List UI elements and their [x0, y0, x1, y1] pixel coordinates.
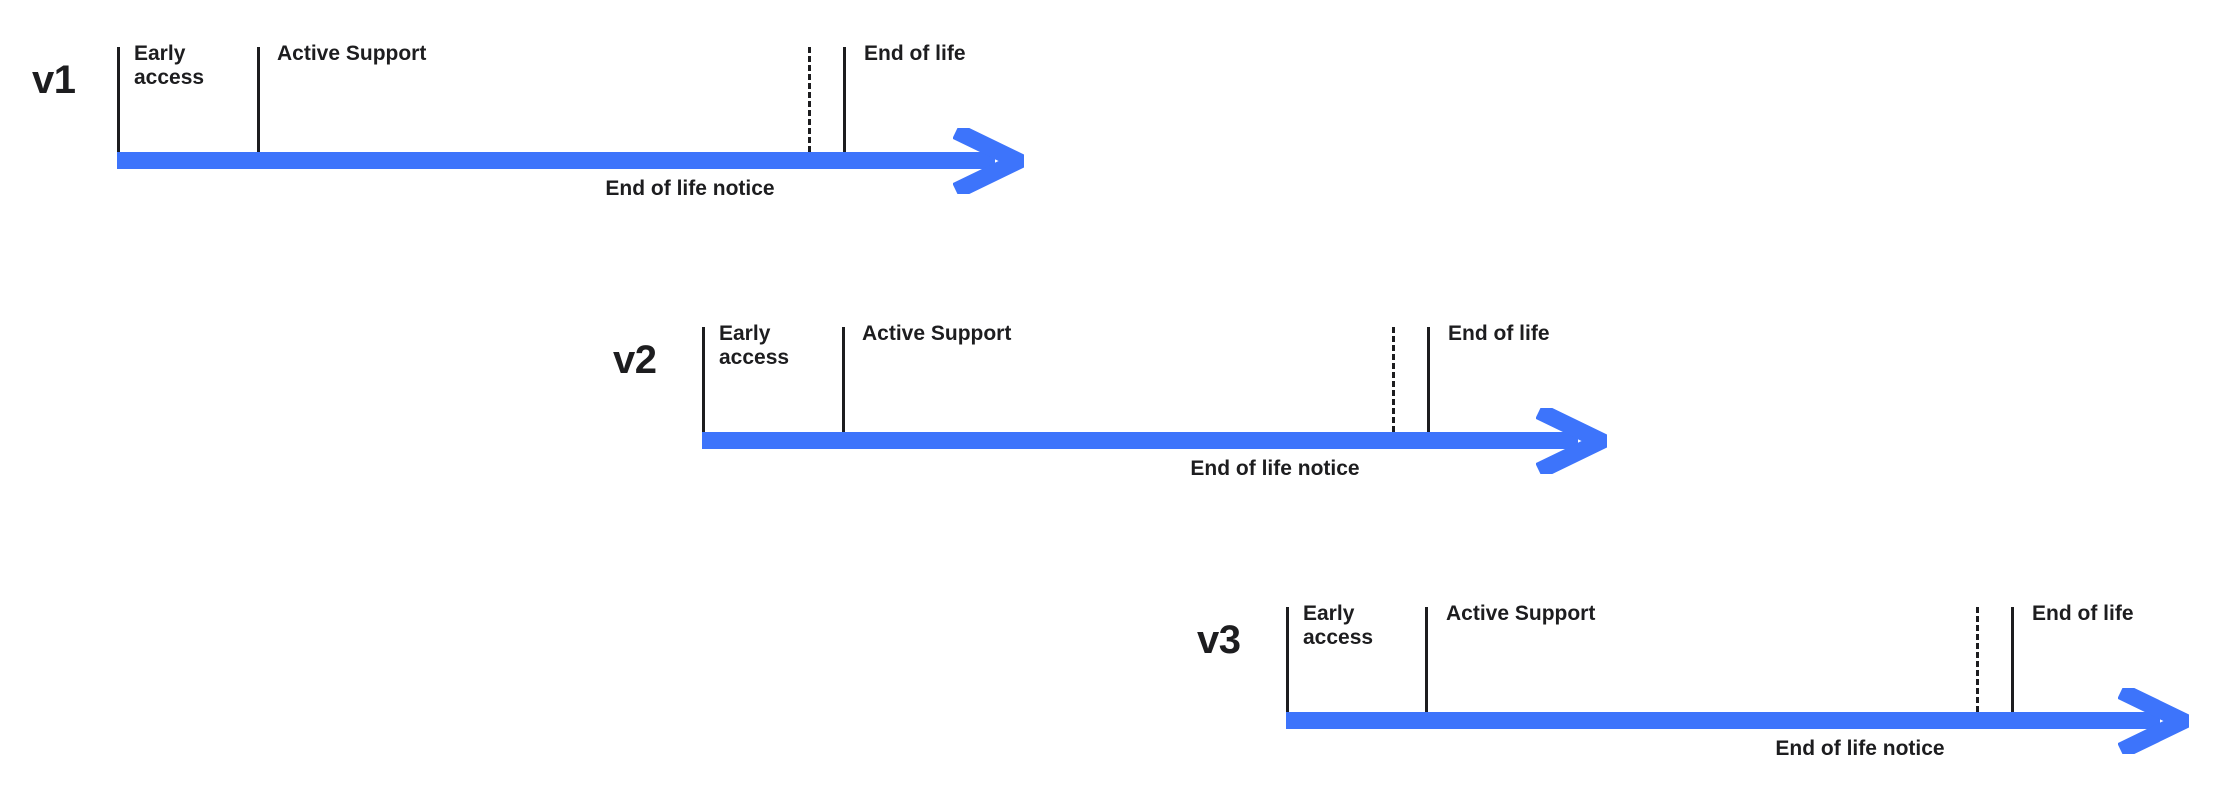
phase-label-0: Early access — [719, 322, 790, 369]
phase-divider-dashed-2 — [1976, 607, 1979, 712]
end-of-life-notice-label: End of life notice — [1775, 737, 1945, 760]
phase-divider-solid-0 — [117, 47, 120, 152]
timeline-bar — [1286, 712, 2160, 729]
timeline-bar — [702, 432, 1578, 449]
version-label-v2: v2 — [613, 338, 657, 382]
phase-divider-solid-3 — [843, 47, 846, 152]
phase-label-1: Active Support — [862, 322, 1012, 345]
version-label-v3: v3 — [1197, 618, 1241, 662]
phase-divider-solid-1 — [1425, 607, 1428, 712]
timeline-arrow-head — [1536, 407, 1607, 474]
phase-divider-solid-0 — [702, 327, 705, 432]
version-label-v1: v1 — [32, 58, 76, 102]
phase-label-0: Early access — [1303, 602, 1374, 649]
phase-label-2: End of life — [864, 42, 966, 65]
phase-label-2: End of life — [2032, 602, 2134, 625]
phase-divider-solid-0 — [1286, 607, 1289, 712]
phase-divider-solid-1 — [257, 47, 260, 152]
timeline-arrow-head — [953, 127, 1024, 194]
phase-divider-solid-1 — [842, 327, 845, 432]
timeline-bar — [117, 152, 995, 169]
phase-divider-dashed-2 — [1392, 327, 1395, 432]
phase-divider-dashed-2 — [808, 47, 811, 152]
end-of-life-notice-label: End of life notice — [605, 177, 775, 200]
timeline-arrow-head — [2118, 687, 2189, 754]
phase-divider-solid-3 — [1427, 327, 1430, 432]
phase-label-1: Active Support — [1446, 602, 1596, 625]
phase-label-0: Early access — [134, 42, 205, 89]
phase-label-1: Active Support — [277, 42, 427, 65]
phase-label-2: End of life — [1448, 322, 1550, 345]
end-of-life-notice-label: End of life notice — [1190, 457, 1360, 480]
phase-divider-solid-3 — [2011, 607, 2014, 712]
